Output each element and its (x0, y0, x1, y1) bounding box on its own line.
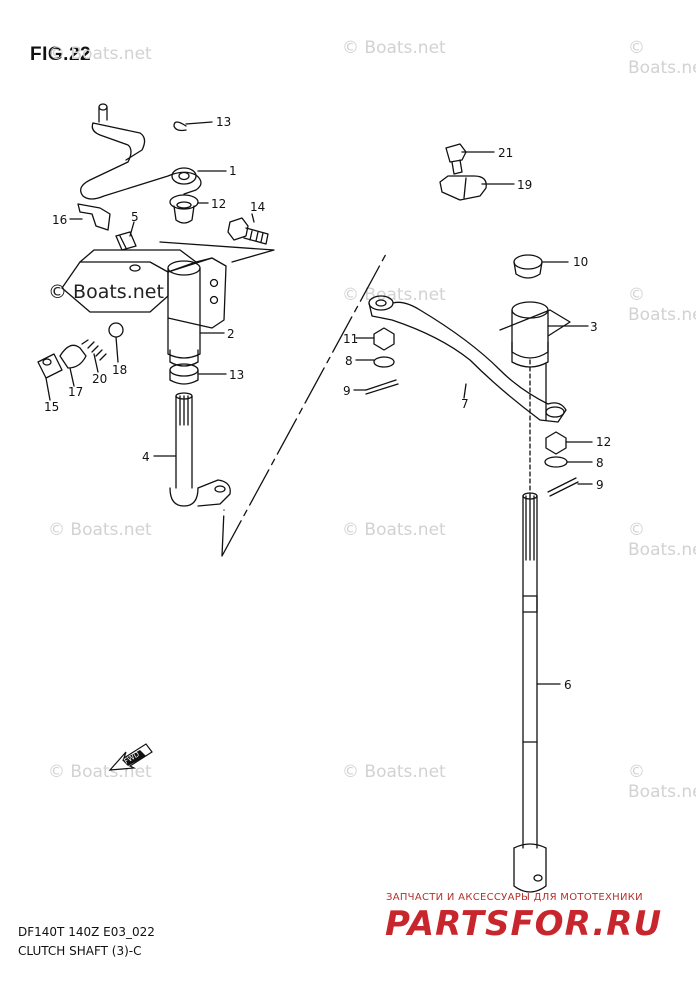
figure-code: DF140T 140Z E03_022 (18, 925, 155, 939)
part-3-collar (499, 301, 571, 368)
part-2-housing (167, 260, 201, 367)
callout-21: 21 (498, 146, 513, 160)
watermark: © Boats.net (342, 38, 446, 58)
callout-19: 19 (517, 178, 532, 192)
figure-caption: CLUTCH SHAFT (3)-C (18, 944, 142, 958)
part-19-clamp (439, 175, 487, 201)
part-12-nut (545, 431, 567, 455)
callout-4: 4 (142, 450, 150, 464)
callout-11: 11 (343, 332, 358, 346)
detent-parts (37, 322, 124, 379)
brand-tagline: ЗАПЧАСТИ И АКСЕССУАРЫ ДЛЯ МОТОТЕХНИКИ (386, 892, 643, 903)
callout-7: 7 (461, 397, 469, 411)
watermark-dark: © Boats.net (48, 281, 164, 303)
part-5-fitting (115, 231, 137, 251)
callout-18: 18 (112, 363, 127, 377)
part-1-lever (80, 103, 202, 200)
watermark: © Boats.net (48, 520, 152, 540)
part-16-clip (77, 203, 111, 231)
part-8-washer (373, 356, 395, 368)
figure-title: FIG.22 (30, 44, 92, 65)
callout-13: 13 (229, 368, 244, 382)
callout-16: 16 (52, 213, 67, 227)
watermark: © Boats.net (48, 44, 152, 64)
brand-logo: PARTSFOR.RU (385, 904, 663, 944)
callout-5: 5 (131, 210, 139, 224)
callout-14: 14 (250, 200, 265, 214)
callout-2: 2 (227, 327, 235, 341)
callout-8: 8 (596, 456, 604, 470)
callout-13: 13 (216, 115, 231, 129)
callout-20: 20 (92, 372, 107, 386)
part-13-ring (169, 363, 199, 385)
part-21-bolt (445, 143, 467, 175)
watermark: © Boats.net (628, 38, 696, 78)
part-12-bushing (169, 194, 199, 224)
callout-9: 9 (596, 478, 604, 492)
watermark: © Boats.net (342, 762, 446, 782)
part-14-bolt (227, 217, 269, 245)
watermark: © Boats.net (628, 520, 696, 560)
part-11-nut (373, 327, 395, 351)
callout-15: 15 (44, 400, 59, 414)
callout-3: 3 (590, 320, 598, 334)
watermark: © Boats.net (342, 285, 446, 305)
fwd-arrow-icon: FWD (108, 743, 153, 771)
callout-9: 9 (343, 384, 351, 398)
part-9-pin (365, 379, 399, 395)
part-4-shaft (169, 392, 231, 507)
callout-12: 12 (211, 197, 226, 211)
callout-17: 17 (68, 385, 83, 399)
watermark: © Boats.net (342, 520, 446, 540)
callout-6: 6 (564, 678, 572, 692)
callout-8: 8 (345, 354, 353, 368)
callout-12: 12 (596, 435, 611, 449)
watermark: © Boats.net (628, 285, 696, 325)
part-10-cap (513, 254, 543, 279)
part-9-pin-right (547, 477, 579, 497)
part-8-washer-right (544, 456, 568, 468)
part-13-circlip (173, 121, 187, 132)
callout-10: 10 (573, 255, 588, 269)
bracket (61, 249, 227, 329)
callout-1: 1 (229, 164, 237, 178)
part-6-shaft (513, 492, 547, 893)
watermark: © Boats.net (628, 762, 696, 802)
